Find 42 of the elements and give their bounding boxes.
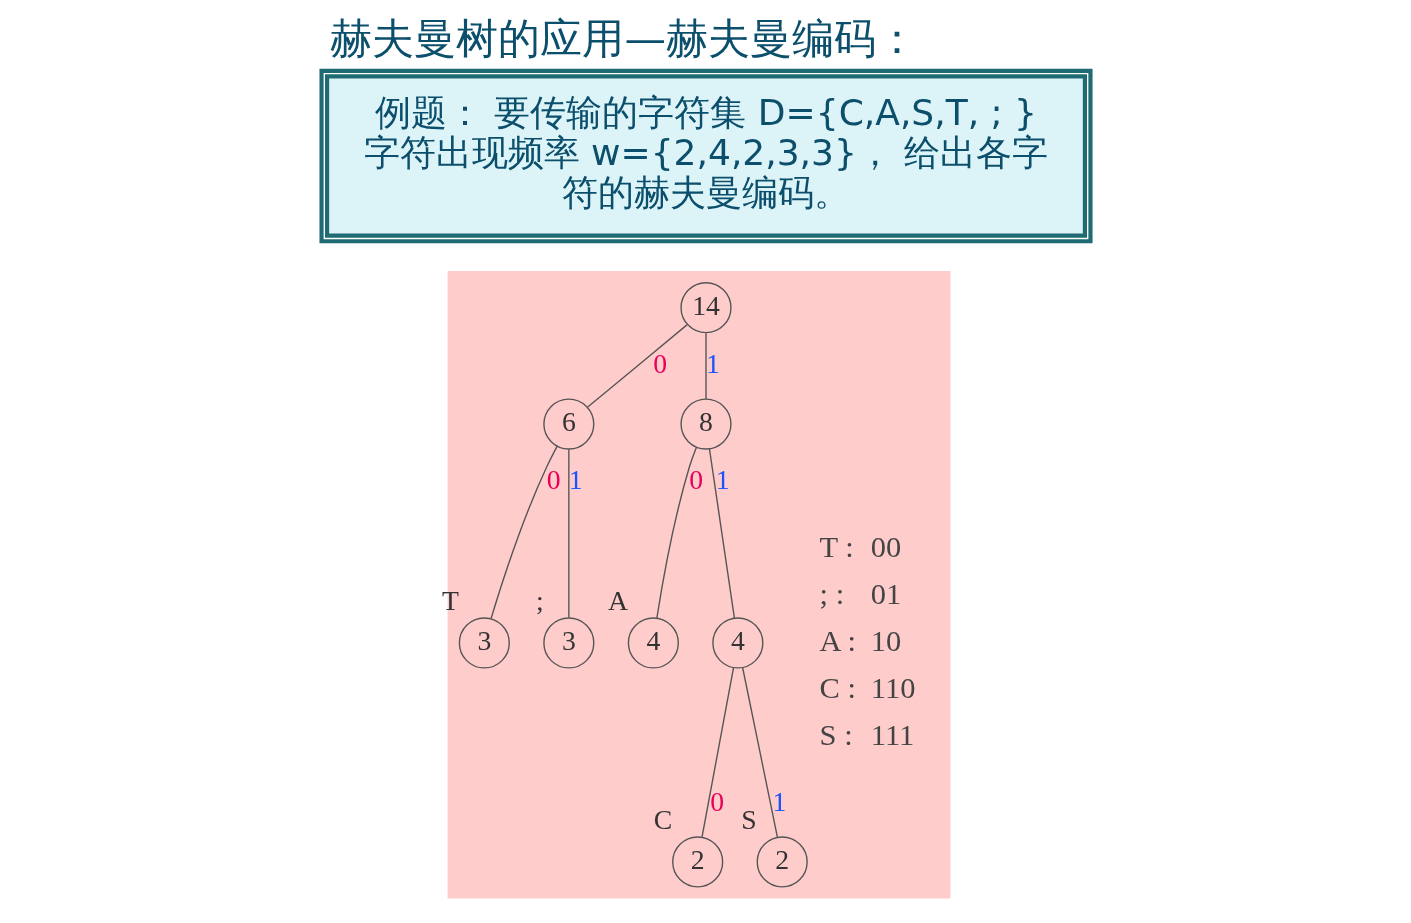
connector bbox=[489, 445, 558, 620]
node-circle: 6 bbox=[542, 398, 594, 450]
node-circle: 2 bbox=[671, 836, 723, 888]
label: A : bbox=[819, 623, 856, 658]
node-label: C bbox=[653, 803, 672, 835]
connector bbox=[567, 448, 570, 619]
node-circle: 3 bbox=[458, 617, 510, 669]
node-circle: 14 bbox=[679, 282, 732, 334]
connector bbox=[708, 448, 735, 619]
label: 111 bbox=[870, 717, 914, 752]
node-label: S bbox=[740, 803, 757, 835]
node-circle: 2 bbox=[756, 836, 808, 888]
edge-label: 0 bbox=[709, 785, 724, 817]
diagram-title: 赫夫曼树的应用—赫夫曼编码： bbox=[329, 13, 918, 63]
label: ; : bbox=[819, 576, 844, 611]
label: 00 bbox=[870, 529, 901, 564]
node-label: A bbox=[607, 584, 628, 616]
connector bbox=[741, 666, 778, 838]
edge-label: 1 bbox=[772, 785, 786, 817]
node-circle: 4 bbox=[627, 617, 679, 669]
connector bbox=[704, 332, 707, 400]
node-label: ; bbox=[535, 584, 544, 616]
edge-label: 1 bbox=[715, 464, 730, 496]
node-circle: 4 bbox=[711, 617, 763, 669]
node-box: 例题： 要传输的字符集 D={C,A,S,T, ; } 字符出现频率 w={2,4,2,3,3}， 给出各字符的赫夫曼编码。 bbox=[318, 68, 1093, 244]
label: C : bbox=[819, 670, 856, 705]
label: 01 bbox=[870, 576, 901, 611]
connector bbox=[586, 324, 688, 408]
node-label: T bbox=[441, 584, 459, 616]
label: 10 bbox=[870, 623, 901, 658]
edge-label: 0 bbox=[652, 347, 667, 379]
edge-label: 1 bbox=[705, 347, 720, 379]
edge-label: 0 bbox=[688, 464, 703, 496]
label: T : bbox=[819, 529, 854, 564]
node-circle: 8 bbox=[679, 398, 732, 450]
edge-label: 1 bbox=[568, 464, 583, 496]
node-circle: 3 bbox=[542, 617, 594, 669]
connector bbox=[655, 446, 697, 619]
edge-label: 0 bbox=[546, 464, 561, 496]
label: 110 bbox=[870, 670, 915, 705]
connector bbox=[700, 667, 734, 838]
label: S : bbox=[819, 717, 853, 752]
